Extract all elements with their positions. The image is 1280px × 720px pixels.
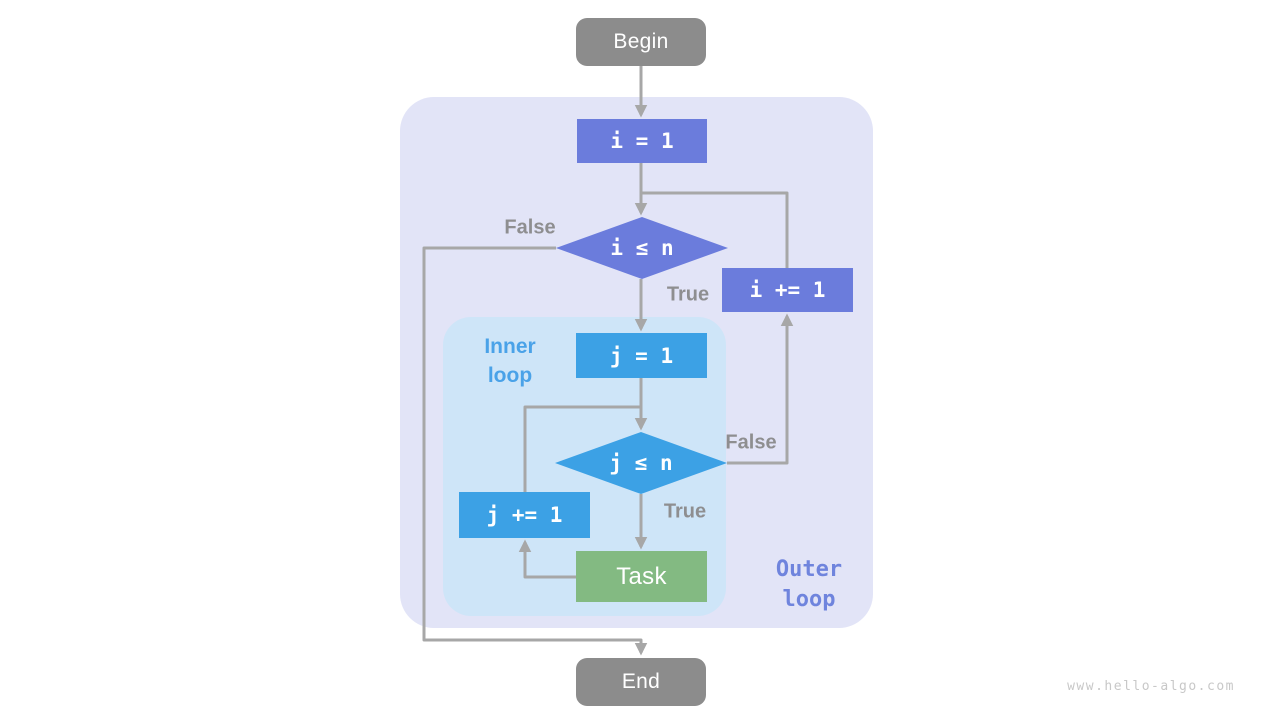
i-init-node: i = 1 — [577, 119, 707, 163]
watermark: www.hello-algo.com — [1067, 679, 1235, 694]
edge-j-cond-false-to-i-incr — [727, 313, 794, 465]
outer-true-label: True — [666, 283, 710, 306]
inner-loop-label: Inner loop — [484, 335, 536, 387]
end-node: End — [576, 658, 706, 706]
edge-i-incr-merge-line — [641, 191, 789, 268]
inner-false-label: False — [725, 431, 777, 454]
j-incr-node: j += 1 — [459, 492, 590, 538]
inner-true-label: True — [663, 500, 707, 523]
edge-j-incr-merge-line — [523, 405, 641, 492]
outer-false-label: False — [504, 216, 556, 239]
edge-i-cond-false-to-end — [422, 246, 648, 656]
edge-task-to-j-incr — [518, 539, 576, 579]
task-node: Task — [576, 551, 707, 602]
j-init-node: j = 1 — [576, 333, 707, 378]
outer-loop-label: Outer loop — [775, 557, 843, 612]
i-incr-node: i += 1 — [722, 268, 853, 312]
begin-node: Begin — [576, 18, 706, 66]
